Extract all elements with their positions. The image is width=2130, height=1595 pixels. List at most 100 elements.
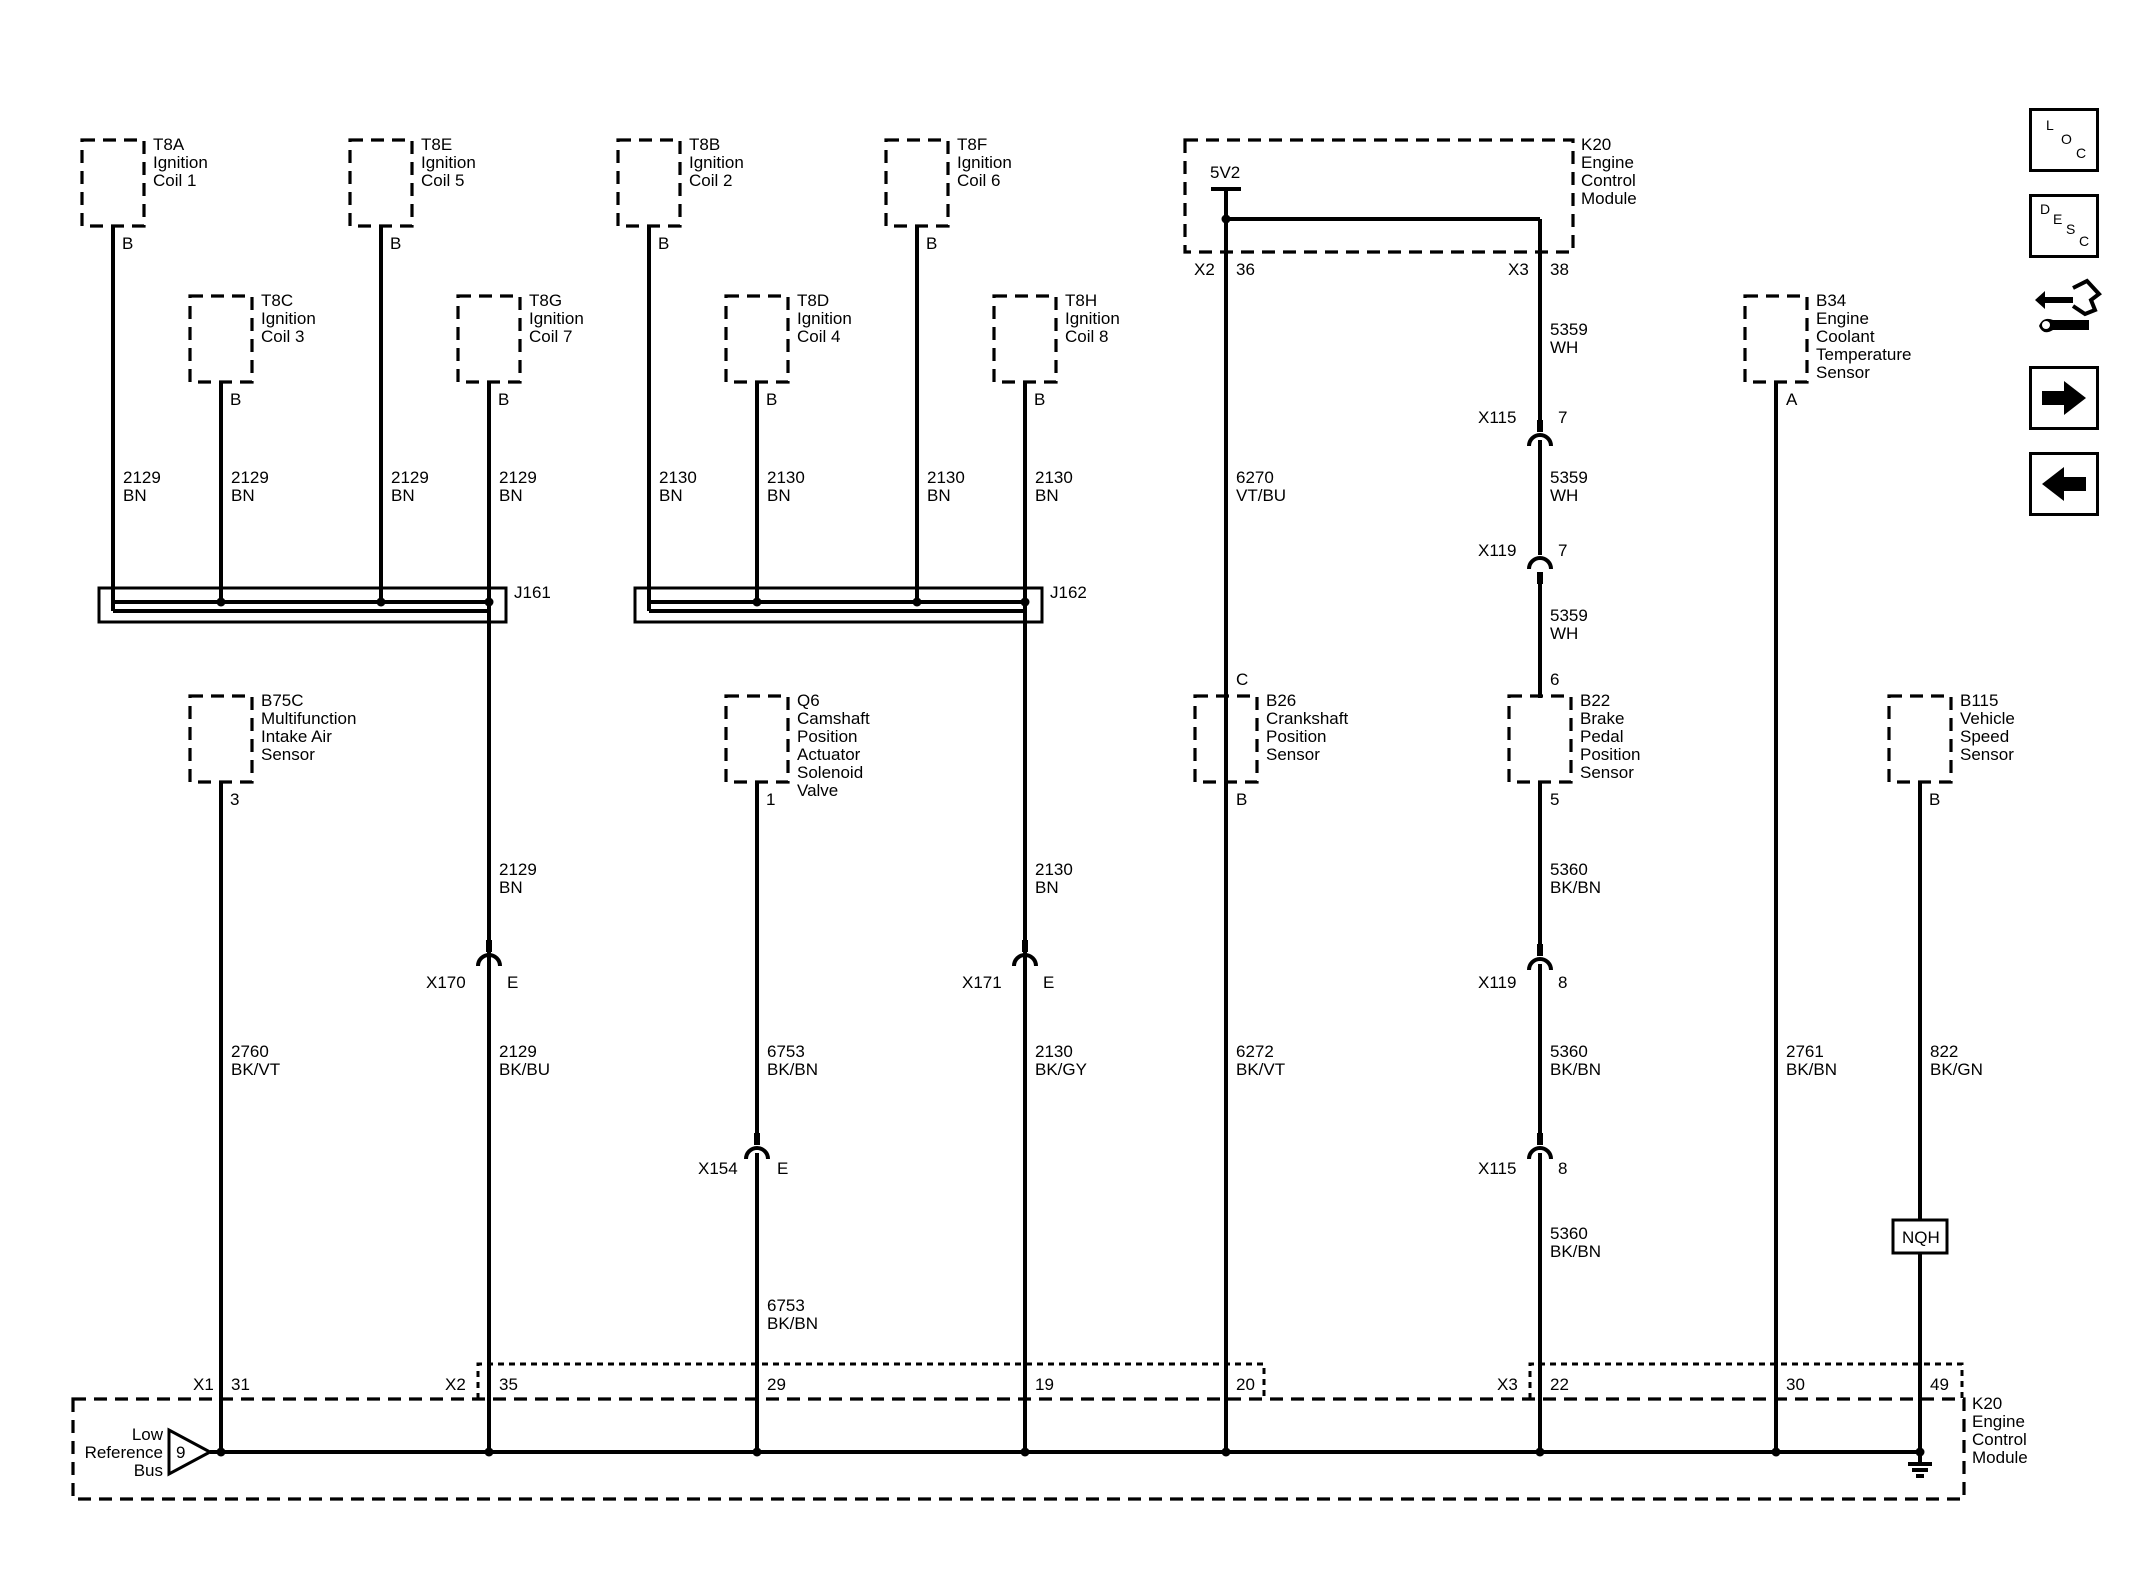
component-desc: Position xyxy=(1266,727,1326,746)
component-ref: K20 xyxy=(1972,1394,2002,1413)
component-t8h: T8H Ignition Coil 8 B xyxy=(992,291,1120,409)
component-ref: K20 xyxy=(1581,135,1611,154)
loc-icon: C xyxy=(2076,145,2087,161)
circuit-number: 2129 xyxy=(499,860,537,879)
circuit-number: 2130 xyxy=(1035,1042,1073,1061)
component-desc: Brake xyxy=(1580,709,1624,728)
component-ref: T8A xyxy=(153,135,185,154)
component-desc: Ignition xyxy=(957,153,1012,172)
component-desc: Temperature xyxy=(1816,345,1911,364)
component-desc: Coil 7 xyxy=(529,327,572,346)
pin-label: 38 xyxy=(1550,260,1569,279)
pin-label: 7 xyxy=(1558,408,1567,427)
next-arrow-icon xyxy=(2042,381,2086,415)
connector-tool-button[interactable] xyxy=(2029,276,2103,346)
component-desc: Solenoid xyxy=(797,763,863,782)
pin-label: E xyxy=(1043,973,1054,992)
component-k20-top: K20 Engine Control Module 5V2 X2 36 X3 3… xyxy=(1183,135,1637,1455)
wire-color: BK/BU xyxy=(499,1060,550,1079)
component-desc: Position xyxy=(797,727,857,746)
component-ref: T8C xyxy=(261,291,293,310)
wire-color: BN xyxy=(231,486,255,505)
loc-button[interactable]: L O C xyxy=(2029,108,2099,172)
connector-label: X1 xyxy=(193,1375,214,1394)
pin-label: C xyxy=(1236,670,1248,689)
bus-label: Low xyxy=(132,1425,164,1444)
wire-color: WH xyxy=(1550,624,1578,643)
component-ref: Q6 xyxy=(797,691,820,710)
circuit-number: 6753 xyxy=(767,1296,805,1315)
pin-label: B xyxy=(390,234,401,253)
brake-column-top: 5359 WH X115 7 5359 WH X119 7 5359 WH xyxy=(1478,320,1588,698)
next-page-button[interactable] xyxy=(2029,366,2099,430)
desc-icon: C xyxy=(2079,233,2090,249)
component-desc: Sensor xyxy=(1960,745,2014,764)
component-desc: Sensor xyxy=(261,745,315,764)
voltage-label: 5V2 xyxy=(1210,163,1240,182)
component-desc: Multifunction xyxy=(261,709,356,728)
component-b26: B26 Crankshaft Position Sensor C B 6272 … xyxy=(1193,670,1348,1079)
pin-label: B xyxy=(1929,790,1940,809)
component-desc: Module xyxy=(1581,189,1637,208)
wire-color: BK/BN xyxy=(1786,1060,1837,1079)
component-ref: T8H xyxy=(1065,291,1097,310)
component-b115: B115 Vehicle Speed Sensor B 822 BK/GN NQ… xyxy=(1887,691,2015,1455)
circuit-number: 2129 xyxy=(499,468,537,487)
pin-label: A xyxy=(1786,390,1798,409)
component-desc: Intake Air xyxy=(261,727,332,746)
component-desc: Speed xyxy=(1960,727,2009,746)
circuit-number: 5359 xyxy=(1550,320,1588,339)
component-t8g: T8G Ignition Coil 7 B xyxy=(456,291,584,409)
connector-label: X115 xyxy=(1478,1159,1516,1178)
wire-color: BN xyxy=(927,486,951,505)
wire-color: BK/GY xyxy=(1035,1060,1087,1079)
circuit-number: 6753 xyxy=(767,1042,805,1061)
splice-j161: J161 xyxy=(97,583,551,624)
coil-wires xyxy=(111,226,1027,1455)
desc-button[interactable]: D E S C xyxy=(2029,194,2099,258)
component-desc: Ignition xyxy=(421,153,476,172)
wire-color: BK/VT xyxy=(231,1060,280,1079)
component-t8e: T8E Ignition Coil 5 B xyxy=(348,135,476,253)
wire-color: BN xyxy=(391,486,415,505)
component-desc: Coil 3 xyxy=(261,327,304,346)
pin-label: 35 xyxy=(499,1375,518,1394)
circuit-number: 822 xyxy=(1930,1042,1958,1061)
previous-arrow-icon xyxy=(2042,467,2086,501)
component-desc: Vehicle xyxy=(1960,709,2015,728)
pin-label: 5 xyxy=(1550,790,1559,809)
component-desc: Engine xyxy=(1972,1412,2025,1431)
component-desc: Ignition xyxy=(1065,309,1120,328)
wire-color: BK/BN xyxy=(767,1060,818,1079)
connector-label: X3 xyxy=(1508,260,1529,279)
connector-label: X3 xyxy=(1497,1375,1518,1394)
pin-label: B xyxy=(122,234,133,253)
wire-color: BK/BN xyxy=(1550,878,1601,897)
component-t8f: T8F Ignition Coil 6 B xyxy=(884,135,1012,253)
wire-color: BN xyxy=(659,486,683,505)
pin-label: B xyxy=(658,234,669,253)
component-ref: B75C xyxy=(261,691,304,710)
component-b22: B22 Brake Pedal Position Sensor 6 5 5360… xyxy=(1478,670,1640,1455)
option-code-label: NQH xyxy=(1902,1228,1940,1247)
component-desc: Coolant xyxy=(1816,327,1875,346)
component-desc: Coil 6 xyxy=(957,171,1000,190)
wire-color: BK/BN xyxy=(1550,1242,1601,1261)
component-desc: Camshaft xyxy=(797,709,870,728)
wire-color: BK/GN xyxy=(1930,1060,1983,1079)
component-desc: Ignition xyxy=(797,309,852,328)
component-ref: B26 xyxy=(1266,691,1296,710)
splice-label: J162 xyxy=(1050,583,1087,602)
circuit-number: 2130 xyxy=(927,468,965,487)
circuit-number: 2130 xyxy=(659,468,697,487)
connector-label: X170 xyxy=(426,973,466,992)
circuit-number: 5360 xyxy=(1550,1224,1588,1243)
desc-icon: D xyxy=(2040,201,2051,217)
circuit-number: 2130 xyxy=(1035,468,1073,487)
circuit-number: 2129 xyxy=(499,1042,537,1061)
component-t8a: T8A Ignition Coil 1 B xyxy=(80,135,208,253)
circuit-number: 2130 xyxy=(767,468,805,487)
wire-color: BK/BN xyxy=(767,1314,818,1333)
previous-page-button[interactable] xyxy=(2029,452,2099,516)
connector-tool-icon xyxy=(2035,278,2102,333)
